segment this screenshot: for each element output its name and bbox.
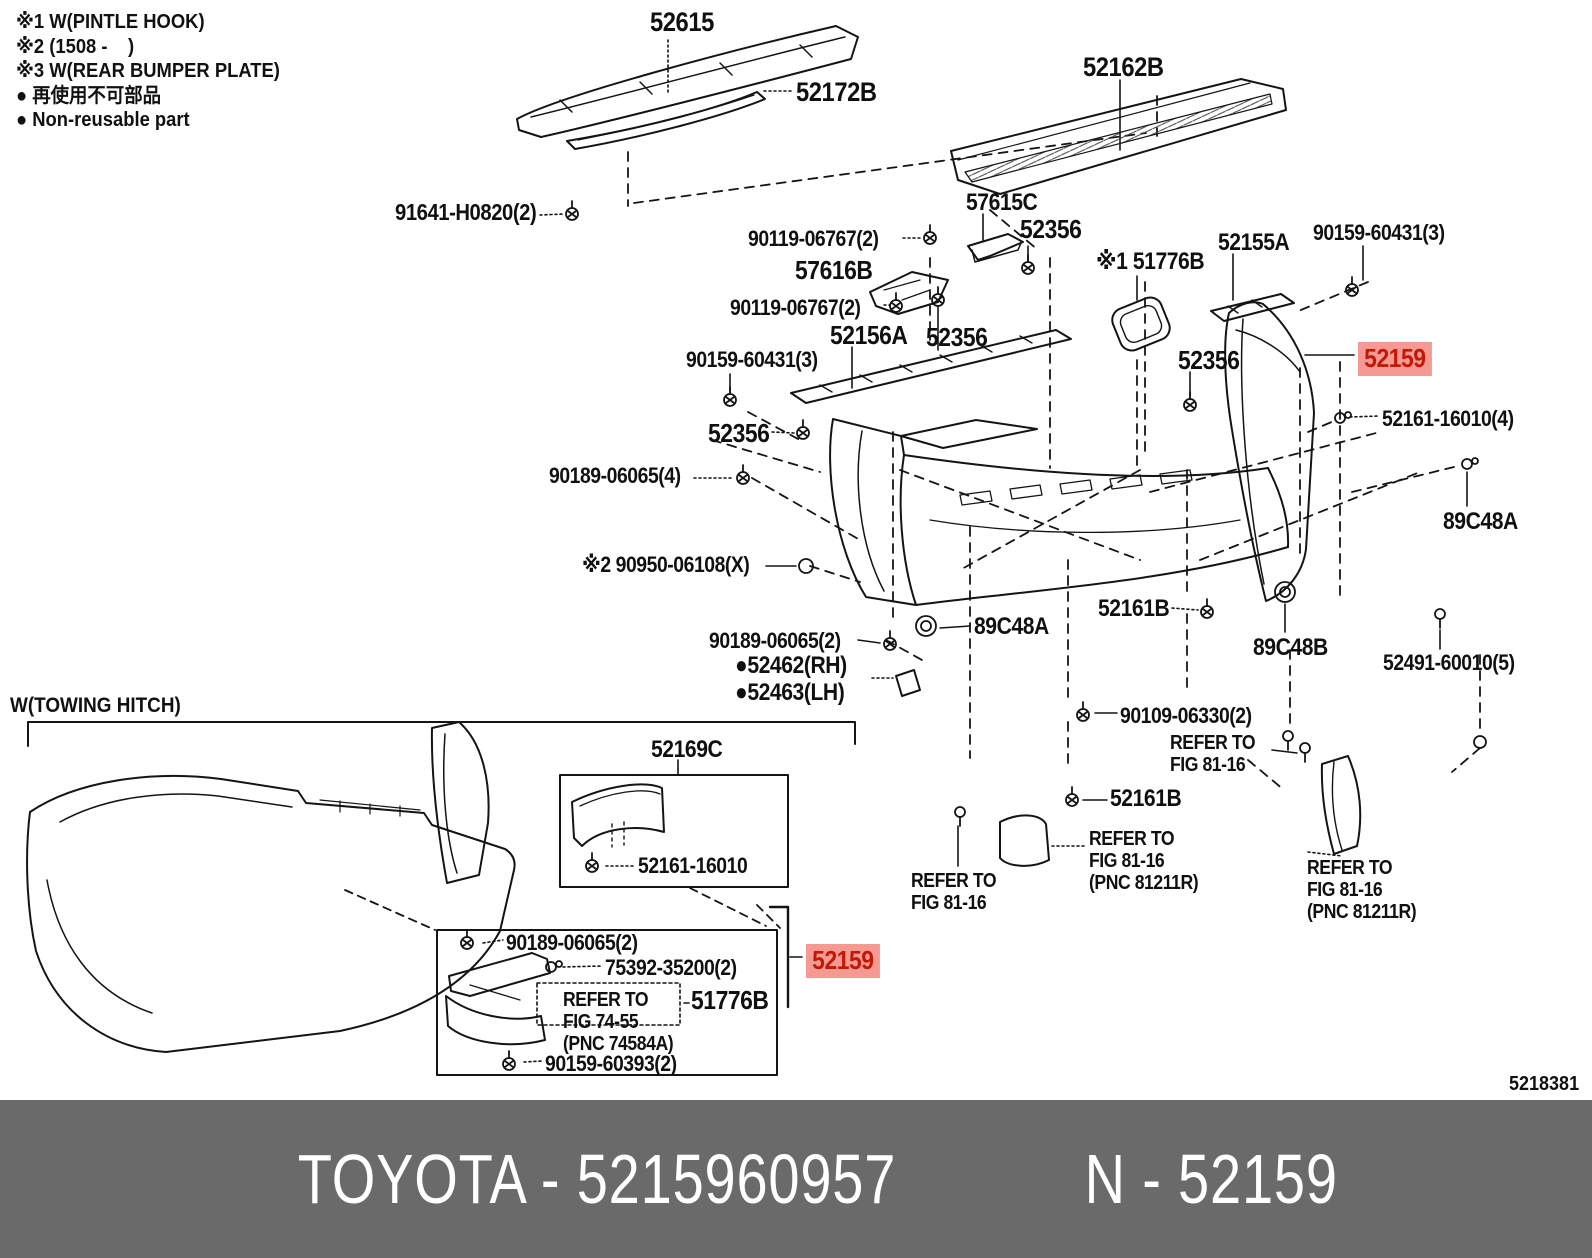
part-label: 75392-35200(2) <box>605 955 737 980</box>
part-label: 57616B <box>795 255 873 285</box>
exploded-diagram-line-art <box>26 25 1487 1076</box>
part-label: REFER TO FIG 81-16 (PNC 81211R) <box>1089 828 1199 894</box>
part-label: 52161B <box>1098 595 1170 622</box>
part-label: 90189-06065(2) <box>709 628 841 653</box>
legend-item: ● Non-reusable part <box>16 109 190 131</box>
legend: ※1 W(PINTLE HOOK)※2 (1508 - )※3 W(REAR B… <box>16 10 303 133</box>
part-label: 52161B <box>1110 785 1182 812</box>
part-label: 90159-60431(3) <box>1313 220 1445 245</box>
part-label: 57615C <box>966 189 1038 216</box>
part-label: 90119-06767(2) <box>748 226 879 251</box>
part-label: 90109-06330(2) <box>1120 703 1252 728</box>
part-label: 52156A <box>830 320 908 350</box>
part-label: 52161-16010(4) <box>1382 406 1514 431</box>
part-label: REFER TO FIG 81-16 <box>1170 732 1256 776</box>
part-label: 52356 <box>1178 345 1240 375</box>
part-label: ※2 90950-06108(X) <box>582 552 750 577</box>
footer-figure-number: N - 52159 <box>1084 1140 1338 1218</box>
part-label: 52161-16010 <box>638 853 748 878</box>
figure-code: 5218381 <box>1509 1073 1580 1095</box>
legend-item: ● 再使用不可部品 <box>16 84 162 107</box>
part-label: 90119-06767(2) <box>730 295 861 320</box>
part-label: 89C48A <box>1443 508 1518 535</box>
part-label: 89C48B <box>1253 634 1328 661</box>
legend-item: ※3 W(REAR BUMPER PLATE) <box>16 60 280 82</box>
part-label: 52172B <box>796 77 877 107</box>
legend-item: ※1 W(PINTLE HOOK) <box>16 11 205 33</box>
footer-part-number: TOYOTA - 5215960957 <box>297 1140 896 1218</box>
part-label: 52356 <box>1020 214 1082 244</box>
part-label: 90159-60393(2) <box>545 1051 677 1076</box>
part-label: 52155A <box>1218 229 1290 256</box>
footer-bar: TOYOTA - 5215960957 N - 52159 <box>0 1100 1592 1258</box>
part-label: 52615 <box>650 7 714 37</box>
part-label: ●52462(RH) <box>735 652 847 679</box>
part-label: REFER TO FIG 81-16 (PNC 81211R) <box>1307 857 1417 923</box>
part-label: 91641-H0820(2) <box>395 199 537 225</box>
part-label: 52162B <box>1083 52 1164 82</box>
part-label: ●52463(LH) <box>735 679 845 706</box>
towing-hitch-section-label: W(TOWING HITCH) <box>10 694 181 717</box>
part-label: 89C48A <box>974 613 1049 640</box>
part-label: 52491-60010(5) <box>1383 650 1515 675</box>
part-label: ※1 51776B <box>1096 248 1205 275</box>
part-label: 90189-06065(2) <box>506 930 638 955</box>
part-label: 52356 <box>926 322 988 352</box>
part-label: 52169C <box>651 736 723 763</box>
part-label: 90159-60431(3) <box>686 347 818 372</box>
part-label: 51776B <box>691 985 769 1015</box>
part-label: REFER TO FIG 81-16 <box>911 870 997 914</box>
legend-item: ※2 (1508 - ) <box>16 35 135 58</box>
highlighted-part-label: 52159 <box>1358 342 1432 376</box>
part-label: REFER TO FIG 74-55 (PNC 74584A) <box>563 989 674 1055</box>
part-label: 52356 <box>708 418 770 448</box>
part-label: 90189-06065(4) <box>549 463 681 488</box>
highlighted-part-label: 52159 <box>806 944 880 978</box>
